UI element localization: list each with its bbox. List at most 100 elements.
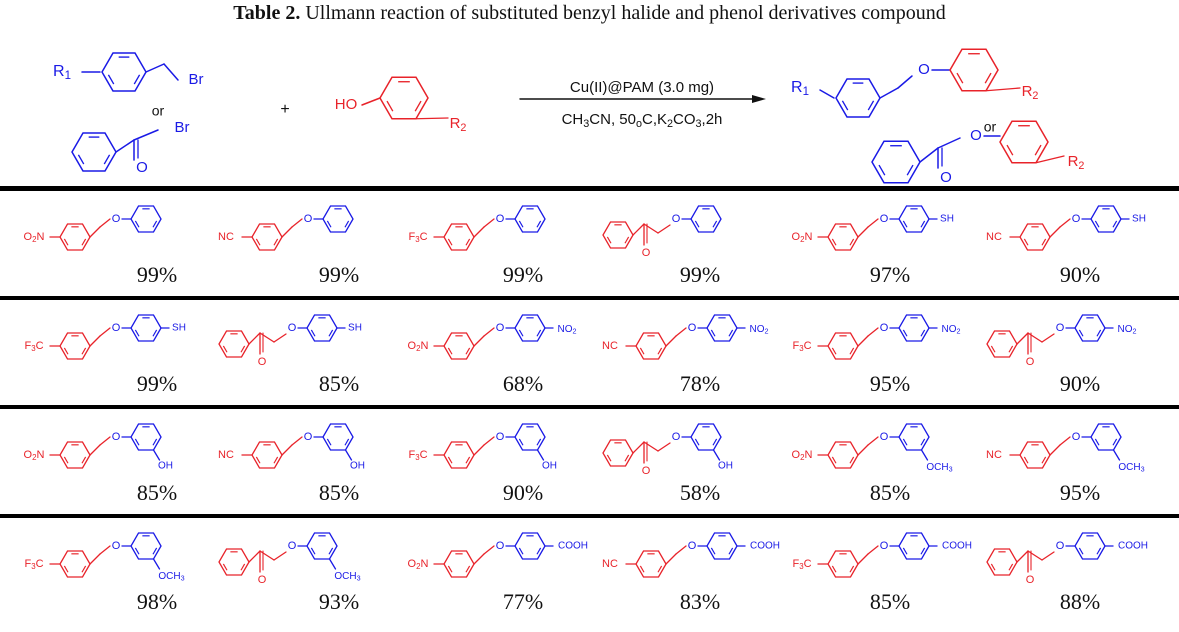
- substituent-label: O2N: [408, 558, 429, 571]
- bond: [328, 558, 337, 570]
- bond: [919, 147, 939, 163]
- thiol-label: SH: [348, 323, 362, 334]
- oxygen-label: O: [1026, 356, 1035, 368]
- product-phenacyl-ring: [871, 140, 921, 184]
- double-bond: [273, 238, 279, 246]
- bond: [1027, 550, 1043, 561]
- double-bond: [712, 438, 718, 446]
- yield-value: 99%: [503, 262, 543, 287]
- double-bond: [1078, 329, 1084, 337]
- double-bond: [1094, 220, 1100, 228]
- benzyl-ring: [635, 332, 667, 360]
- double-bond: [1008, 563, 1014, 571]
- bond: [273, 551, 287, 561]
- bond: [857, 335, 869, 347]
- bond: [867, 327, 879, 337]
- oxygen-label: O: [1026, 574, 1035, 586]
- double-bond: [984, 72, 992, 84]
- substituent-label: NC: [986, 449, 1002, 461]
- bond: [1041, 551, 1055, 561]
- product-ether-oxygen-2: O: [970, 127, 982, 144]
- bond: [99, 218, 111, 228]
- substituent-label: NC: [986, 231, 1002, 243]
- double-bond: [639, 347, 645, 355]
- carboxyl-label: COOH: [750, 541, 780, 552]
- double-bond: [152, 547, 158, 555]
- ether-oxygen-label: O: [496, 322, 505, 334]
- bond: [712, 449, 721, 461]
- double-bond: [849, 238, 855, 246]
- double-bond: [134, 329, 140, 337]
- double-bond: [63, 238, 69, 246]
- methoxy-label: OCH3: [334, 571, 360, 583]
- bond: [281, 444, 293, 456]
- phenol-ring: [130, 532, 162, 560]
- bond: [248, 550, 261, 563]
- benzyl-ring: [827, 332, 859, 360]
- double-bond: [134, 220, 140, 228]
- ether-oxygen-label: O: [1072, 431, 1081, 443]
- phenyl-ring: [986, 548, 1018, 576]
- ether-oxygen-label: O: [1056, 540, 1065, 552]
- hydroxyl-label: OH: [542, 461, 557, 472]
- phenol-ring: [898, 205, 930, 233]
- double-bond: [536, 329, 542, 337]
- double-bond: [728, 329, 734, 337]
- bond: [473, 335, 485, 347]
- double-bond: [310, 547, 316, 555]
- bond: [1035, 155, 1065, 164]
- double-bond: [536, 220, 542, 228]
- double-bond: [107, 74, 115, 85]
- double-bond: [710, 547, 716, 555]
- ether-oxygen-label: O: [112, 322, 121, 334]
- bond: [665, 335, 677, 347]
- bond: [657, 442, 671, 452]
- double-bond: [518, 220, 524, 228]
- bond: [643, 223, 659, 234]
- oxygen-label: O: [642, 465, 651, 477]
- bond: [89, 335, 101, 347]
- yield-value: 97%: [870, 262, 910, 287]
- double-bond: [63, 347, 69, 355]
- double-bond: [920, 329, 926, 337]
- double-bond: [831, 565, 837, 573]
- double-bond: [1023, 456, 1029, 464]
- benzyl-ring: [59, 223, 91, 251]
- substituent-label: F3C: [408, 449, 427, 462]
- benzyl-ring: [827, 223, 859, 251]
- ether-oxygen-label: O: [496, 540, 505, 552]
- yield-value: 88%: [1060, 589, 1100, 614]
- bond: [473, 444, 485, 456]
- double-bond: [222, 563, 228, 571]
- double-bond: [328, 329, 334, 337]
- double-bond: [222, 345, 228, 353]
- double-bond: [152, 220, 158, 228]
- bond: [1059, 436, 1071, 446]
- phenol-ring: [1074, 532, 1106, 560]
- hydroxyl-label: OH: [158, 461, 173, 472]
- double-bond: [518, 438, 524, 446]
- yield-value: 85%: [319, 371, 359, 396]
- substituent-label: O2N: [792, 449, 813, 462]
- double-bond: [536, 438, 542, 446]
- phenyl-ring: [986, 330, 1018, 358]
- product-structure: NCO: [218, 205, 354, 251]
- phenol-reactant-ring: [379, 76, 429, 120]
- phenyl-ring: [218, 548, 250, 576]
- bond: [897, 75, 913, 89]
